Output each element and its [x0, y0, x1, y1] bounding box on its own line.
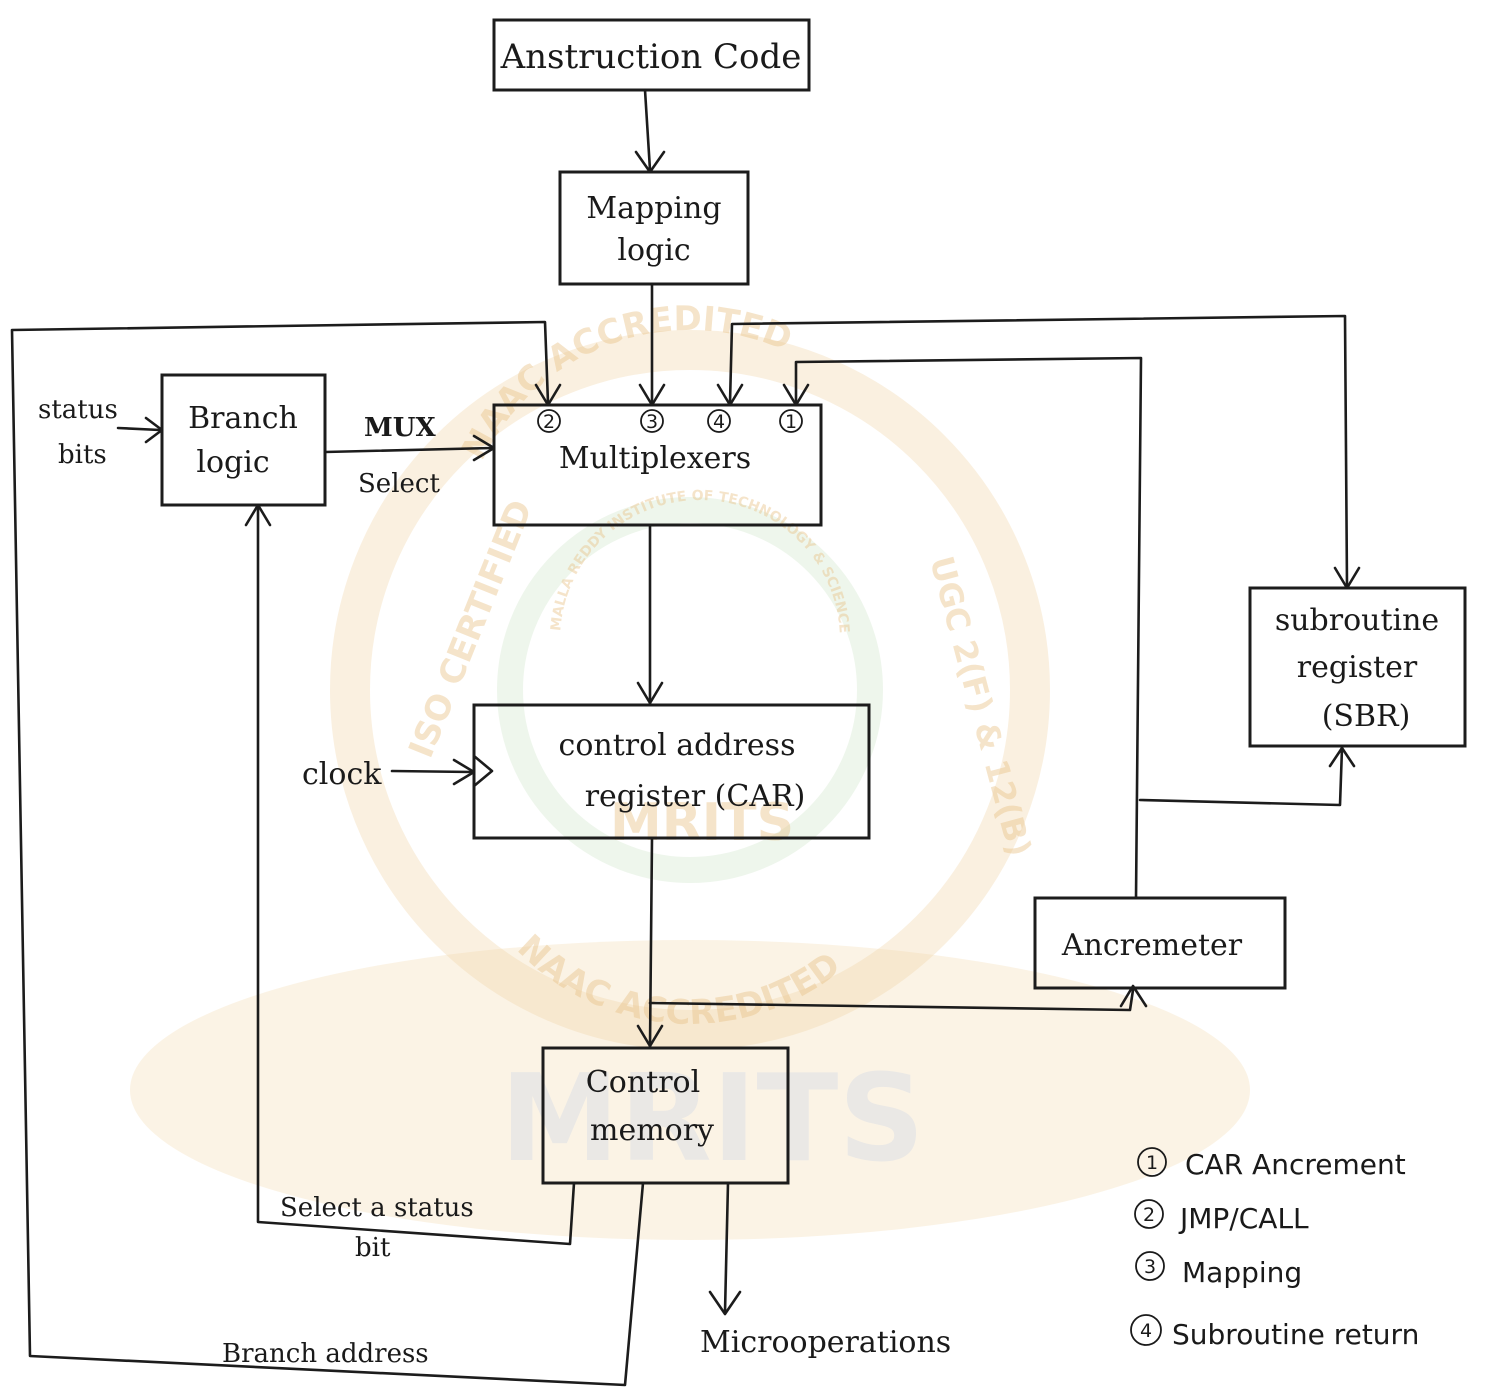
clock-triangle	[472, 754, 494, 788]
wire-instruction-to-mapping	[634, 88, 666, 174]
status-bits-line2: bits	[58, 440, 107, 470]
mux-label: MUX	[364, 413, 436, 443]
microoperations-label: Microoperations	[700, 1325, 951, 1360]
legend-text-4: Subroutine return	[1172, 1318, 1419, 1351]
mux-port-2: 2	[537, 409, 561, 433]
clock-label: clock	[302, 757, 382, 792]
legend-item-1: 1 CAR Ancrement	[1137, 1147, 1406, 1181]
wire-branch-address-loop	[10, 320, 645, 1387]
legend-item-4: 4 Subroutine return	[1130, 1314, 1419, 1351]
control-memory-line1: Control	[586, 1065, 700, 1100]
car-line2: register (CAR)	[585, 779, 806, 814]
mapping-logic-line1: Mapping	[586, 191, 721, 226]
select-status-line2: bit	[355, 1233, 391, 1263]
sbr-line1: subroutine	[1275, 603, 1439, 638]
mux-port-4: 4	[707, 409, 731, 433]
wire-status-bits	[116, 416, 164, 444]
legend-num-3: 3	[1144, 1256, 1156, 1278]
wire-incrementer-to-sbr	[1138, 746, 1356, 807]
branch-logic-line1: Branch	[188, 401, 298, 436]
wire-car-to-memory	[636, 836, 664, 1048]
mux-port-3: 3	[640, 409, 664, 433]
svg-text:4: 4	[713, 411, 725, 433]
legend-text-2: JMP/CALL	[1178, 1202, 1309, 1235]
svg-text:1: 1	[785, 411, 797, 433]
legend: 1 CAR Ancrement 2 JMP/CALL 3 Mapping 4 S…	[1130, 1147, 1419, 1351]
multiplexers-block: Multiplexers 2 3 4 1	[492, 403, 823, 527]
car-line1: control address	[559, 728, 796, 763]
legend-text-1: CAR Ancrement	[1185, 1148, 1406, 1181]
instruction-code-block: Anstruction Code	[492, 18, 811, 92]
legend-num-1: 1	[1146, 1152, 1158, 1174]
mapping-logic-block: Mapping logic	[558, 170, 750, 286]
control-memory-line2: memory	[590, 1113, 714, 1148]
wire-select-status-bit	[244, 503, 576, 1246]
mapping-logic-line2: logic	[617, 233, 690, 268]
svg-text:3: 3	[646, 411, 658, 433]
wire-mux-to-car	[636, 523, 664, 705]
multiplexers-label: Multiplexers	[559, 441, 751, 476]
branch-logic-line2: logic	[196, 445, 269, 480]
wire-car-to-incrementer	[648, 984, 1148, 1012]
sbr-line3: (SBR)	[1322, 699, 1411, 734]
wire-mux-select	[323, 434, 496, 462]
wire-clock	[390, 758, 476, 786]
instruction-code-label: Anstruction Code	[500, 37, 802, 77]
wire-mapping-to-mux	[638, 282, 666, 407]
watermark-banner-text: MRITS	[500, 1050, 925, 1189]
legend-item-2: 2 JMP/CALL	[1134, 1199, 1309, 1235]
wire-microoperations	[708, 1181, 742, 1316]
mux-port-1: 1	[779, 409, 803, 433]
sbr-block: subroutine register (SBR)	[1248, 586, 1467, 748]
wire-sbr-to-mux	[716, 314, 1361, 590]
legend-num-4: 4	[1140, 1320, 1152, 1342]
incrementer-block: Ancremeter	[1033, 896, 1287, 990]
watermark-center-text: MRITS	[610, 793, 794, 853]
branch-address-label: Branch address	[222, 1339, 429, 1369]
incrementer-label: Ancremeter	[1061, 928, 1243, 963]
select-status-line1: Select a status	[280, 1193, 474, 1223]
wire-incrementer-to-mux	[782, 356, 1143, 900]
sbr-line2: register	[1297, 650, 1418, 685]
legend-text-3: Mapping	[1182, 1256, 1302, 1289]
legend-num-2: 2	[1143, 1204, 1155, 1226]
status-bits-line1: status	[38, 395, 118, 425]
branch-logic-block: Branch logic	[160, 373, 327, 507]
legend-item-3: 3 Mapping	[1135, 1251, 1302, 1289]
svg-text:2: 2	[543, 411, 555, 433]
control-memory-block: Control memory	[541, 1046, 790, 1185]
select-label: Select	[358, 469, 440, 499]
car-block: control address register (CAR)	[472, 703, 871, 840]
